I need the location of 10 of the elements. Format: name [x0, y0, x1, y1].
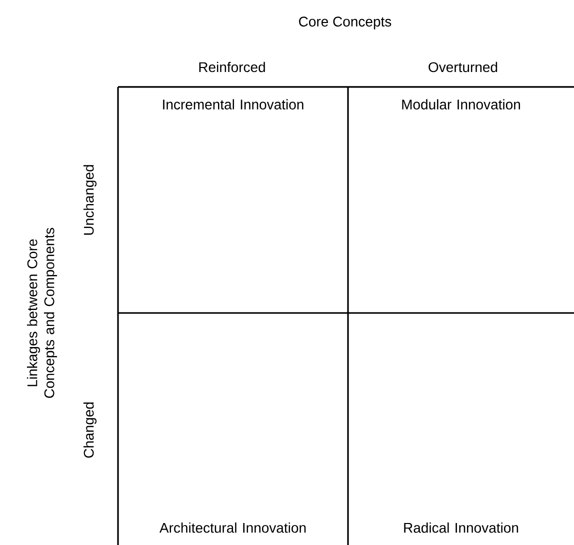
column-header: Reinforced — [199, 62, 265, 72]
row-header: Changed — [83, 402, 97, 458]
quadrant-cell: Architectural Innovation — [160, 522, 306, 533]
row-header: Unchanged — [83, 165, 97, 235]
quadrant-cell: Radical Innovation — [404, 522, 518, 533]
quadrant-cell: Incremental Innovation — [163, 99, 304, 110]
column-header: Overturned — [428, 62, 498, 72]
quadrant-cell: Modular Innovation — [402, 99, 520, 110]
axis-title: Core Concepts — [299, 16, 392, 30]
axis-title: Linkages between Core Concepts and Components — [26, 228, 58, 398]
